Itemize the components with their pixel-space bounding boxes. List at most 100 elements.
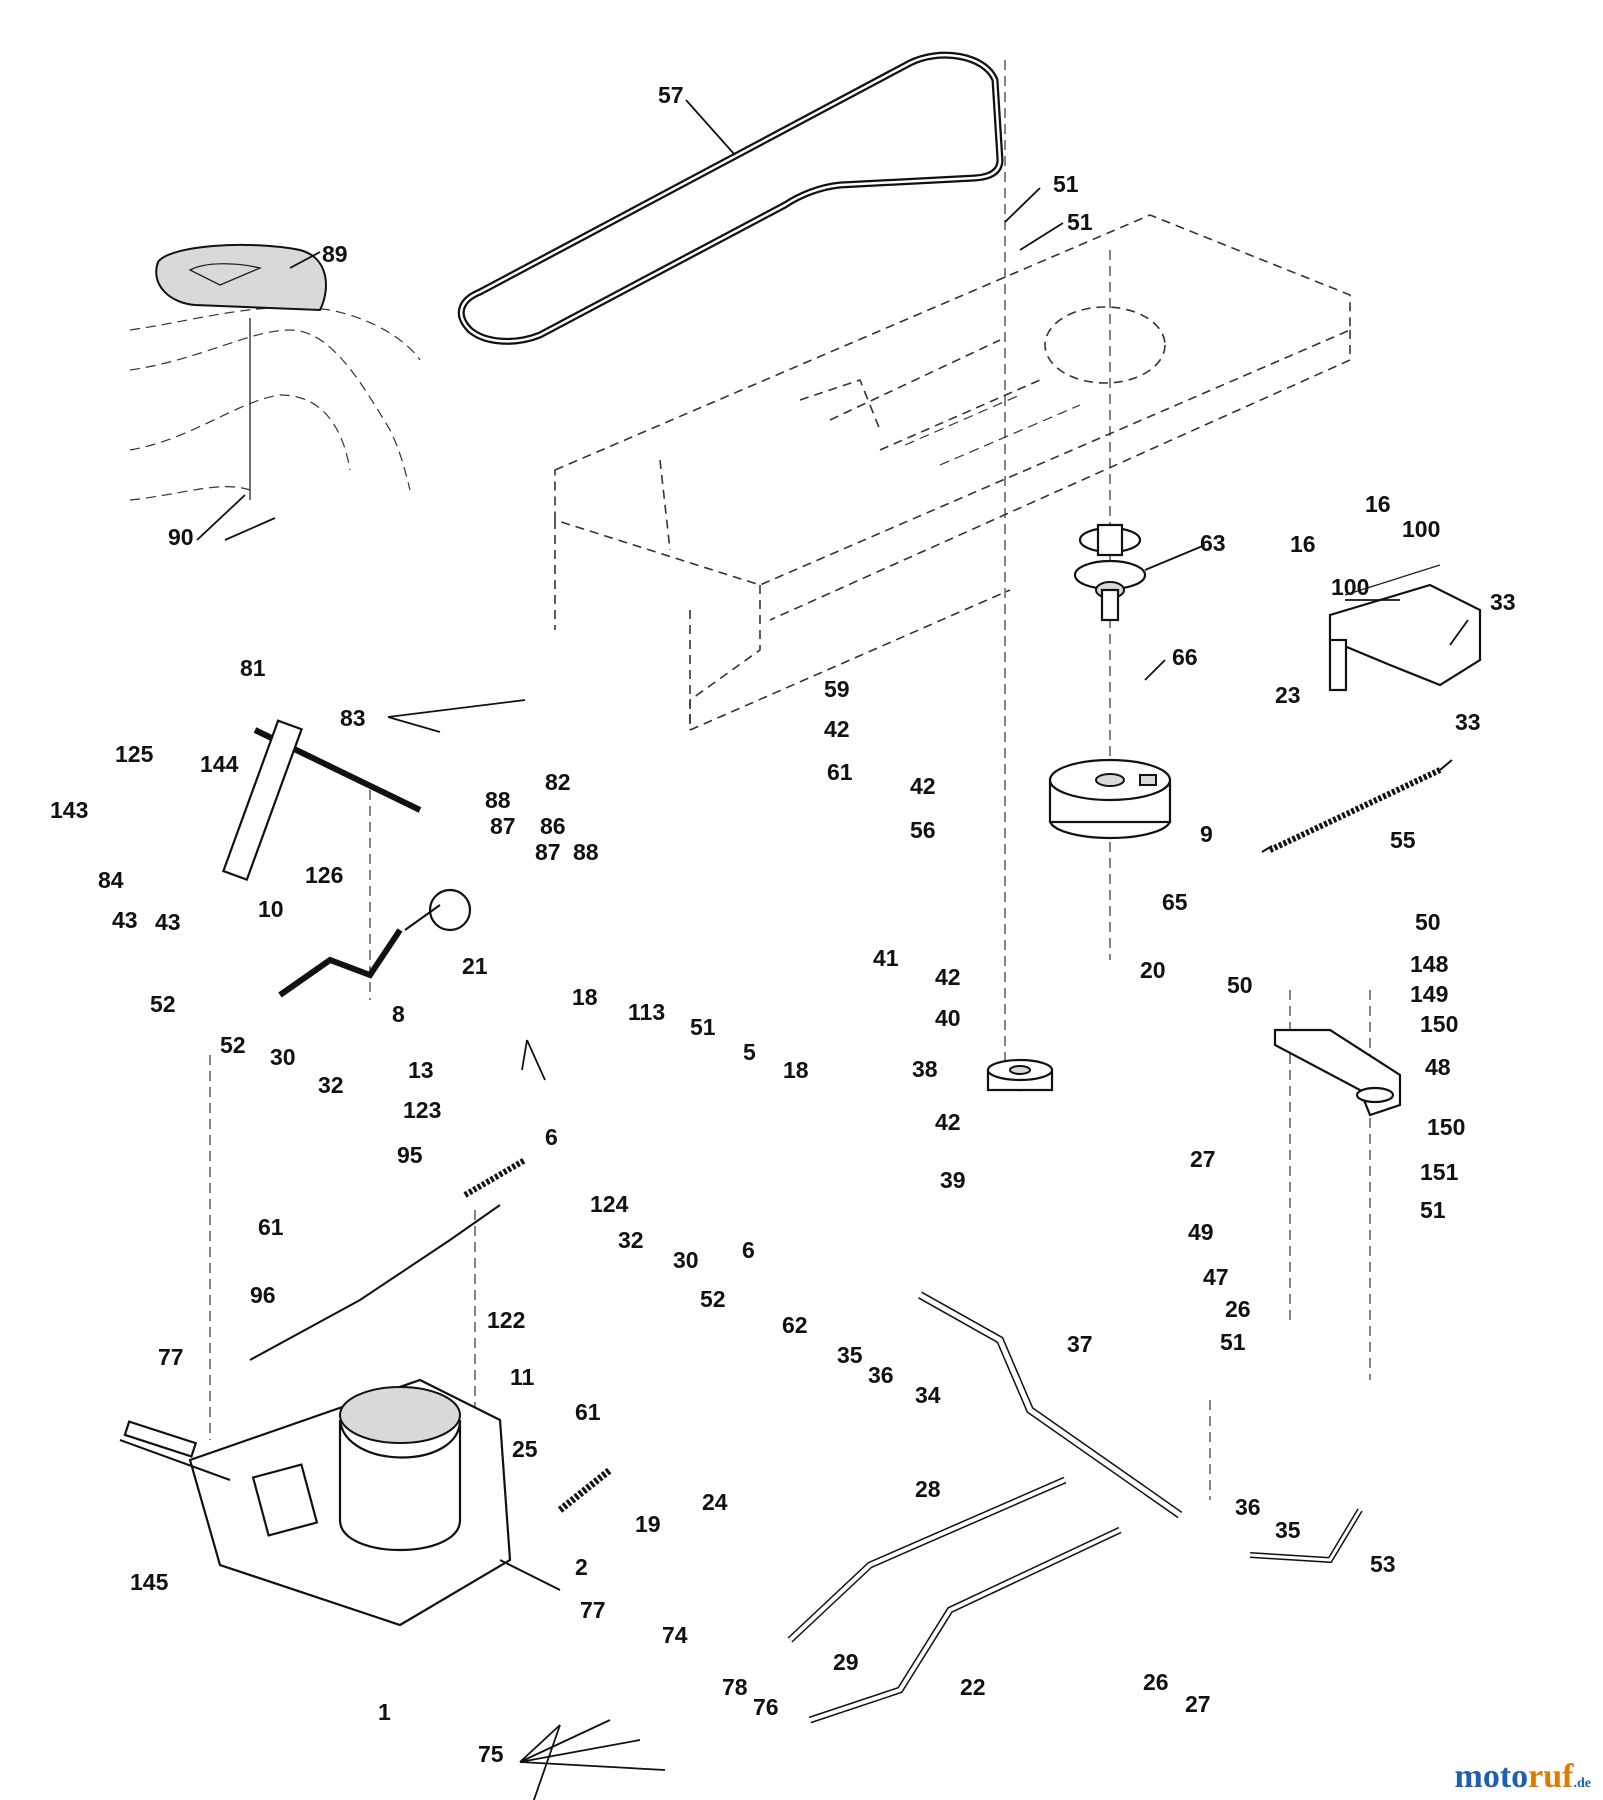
watermark-part2: ruf [1528, 1758, 1574, 1795]
label-1: 1 [378, 1699, 391, 1725]
label-144: 144 [200, 751, 239, 777]
label-125: 125 [115, 741, 154, 767]
label-18: 18 [572, 984, 598, 1010]
label-32: 32 [618, 1227, 644, 1253]
label-86: 86 [540, 813, 566, 839]
label-52: 52 [150, 991, 176, 1017]
label-6: 6 [545, 1124, 558, 1150]
control-rod-95 [249, 1157, 527, 1361]
label-100: 100 [1402, 516, 1440, 542]
label-151: 151 [1420, 1159, 1459, 1185]
mounting-bracket-23 [1328, 564, 1482, 692]
label-66: 66 [1172, 644, 1198, 670]
parking-rod [787, 1476, 1122, 1724]
label-6: 6 [742, 1237, 755, 1263]
label-51: 51 [1420, 1197, 1446, 1223]
label-149: 149 [1410, 981, 1448, 1007]
multi-leader-lines [387, 699, 666, 1800]
label-2: 2 [575, 1554, 588, 1580]
label-9: 9 [1200, 821, 1213, 847]
label-51: 51 [690, 1014, 716, 1040]
label-51: 51 [1053, 171, 1079, 197]
label-50: 50 [1227, 972, 1253, 998]
label-126: 126 [305, 862, 343, 888]
label-87: 87 [535, 839, 561, 865]
label-39: 39 [940, 1167, 966, 1193]
label-11: 11 [510, 1364, 535, 1390]
label-29: 29 [833, 1649, 859, 1675]
label-19: 19 [635, 1511, 661, 1537]
label-61: 61 [827, 759, 853, 785]
label-150: 150 [1420, 1011, 1458, 1037]
label-16: 16 [1365, 491, 1391, 517]
label-63: 63 [1200, 530, 1226, 556]
label-42: 42 [824, 716, 850, 742]
label-123: 123 [403, 1097, 441, 1123]
label-33: 33 [1490, 589, 1516, 615]
label-24: 24 [702, 1489, 728, 1515]
label-113: 113 [628, 999, 665, 1025]
rod-53 [1249, 1508, 1363, 1564]
label-148: 148 [1410, 951, 1449, 977]
label-25: 25 [512, 1436, 538, 1462]
label-27: 27 [1190, 1146, 1216, 1172]
label-38: 38 [912, 1056, 938, 1082]
label-43: 43 [112, 907, 138, 933]
part-labels: 57 89 51 51 90 63 16 16 100 100 33 33 23… [50, 82, 1516, 1767]
label-40: 40 [935, 1005, 961, 1031]
label-18: 18 [783, 1057, 809, 1083]
label-52: 52 [700, 1286, 726, 1312]
idler-pulley-63 [1073, 523, 1147, 622]
label-30: 30 [673, 1247, 699, 1273]
label-21: 21 [462, 953, 488, 979]
label-88: 88 [485, 787, 511, 813]
label-77: 77 [580, 1597, 606, 1623]
label-59: 59 [824, 676, 850, 702]
label-88: 88 [573, 839, 599, 865]
label-75: 75 [478, 1741, 504, 1767]
watermark-part1: moto [1454, 1758, 1529, 1795]
watermark: motoruf.de [1455, 1758, 1591, 1796]
tractor-frame [554, 214, 1351, 732]
compression-spring-25 [557, 1467, 613, 1513]
label-51: 51 [1220, 1329, 1246, 1355]
label-100: 100 [1331, 574, 1369, 600]
shift-linkage [221, 719, 472, 998]
label-83: 83 [340, 705, 366, 731]
label-27: 27 [1185, 1691, 1211, 1717]
label-122: 122 [487, 1307, 525, 1333]
drive-belt [457, 51, 1004, 345]
label-20: 20 [1140, 957, 1166, 983]
idler-arm-48 [1273, 1028, 1402, 1117]
label-51: 51 [1067, 209, 1093, 235]
label-42: 42 [935, 1109, 961, 1135]
label-36: 36 [868, 1362, 894, 1388]
label-33: 33 [1455, 709, 1481, 735]
label-87: 87 [490, 813, 516, 839]
label-56: 56 [910, 817, 936, 843]
label-36: 36 [1235, 1494, 1261, 1520]
extension-spring [1261, 759, 1453, 853]
label-32: 32 [318, 1072, 344, 1098]
fender-knob [155, 243, 327, 312]
label-77: 77 [158, 1344, 184, 1370]
label-53: 53 [1370, 1551, 1396, 1577]
leader-lines [196, 99, 1469, 681]
label-23: 23 [1275, 682, 1301, 708]
label-8: 8 [392, 1001, 405, 1027]
label-143: 143 [50, 797, 88, 823]
label-84: 84 [98, 867, 124, 893]
label-124: 124 [590, 1191, 629, 1217]
label-43: 43 [155, 909, 181, 935]
label-95: 95 [397, 1142, 423, 1168]
label-145: 145 [130, 1569, 169, 1595]
label-74: 74 [662, 1622, 688, 1648]
label-37: 37 [1067, 1331, 1093, 1357]
label-62: 62 [782, 1312, 808, 1338]
label-35: 35 [837, 1342, 863, 1368]
label-49: 49 [1188, 1219, 1214, 1245]
label-41: 41 [873, 945, 899, 971]
label-28: 28 [915, 1476, 941, 1502]
label-57: 57 [658, 82, 684, 108]
